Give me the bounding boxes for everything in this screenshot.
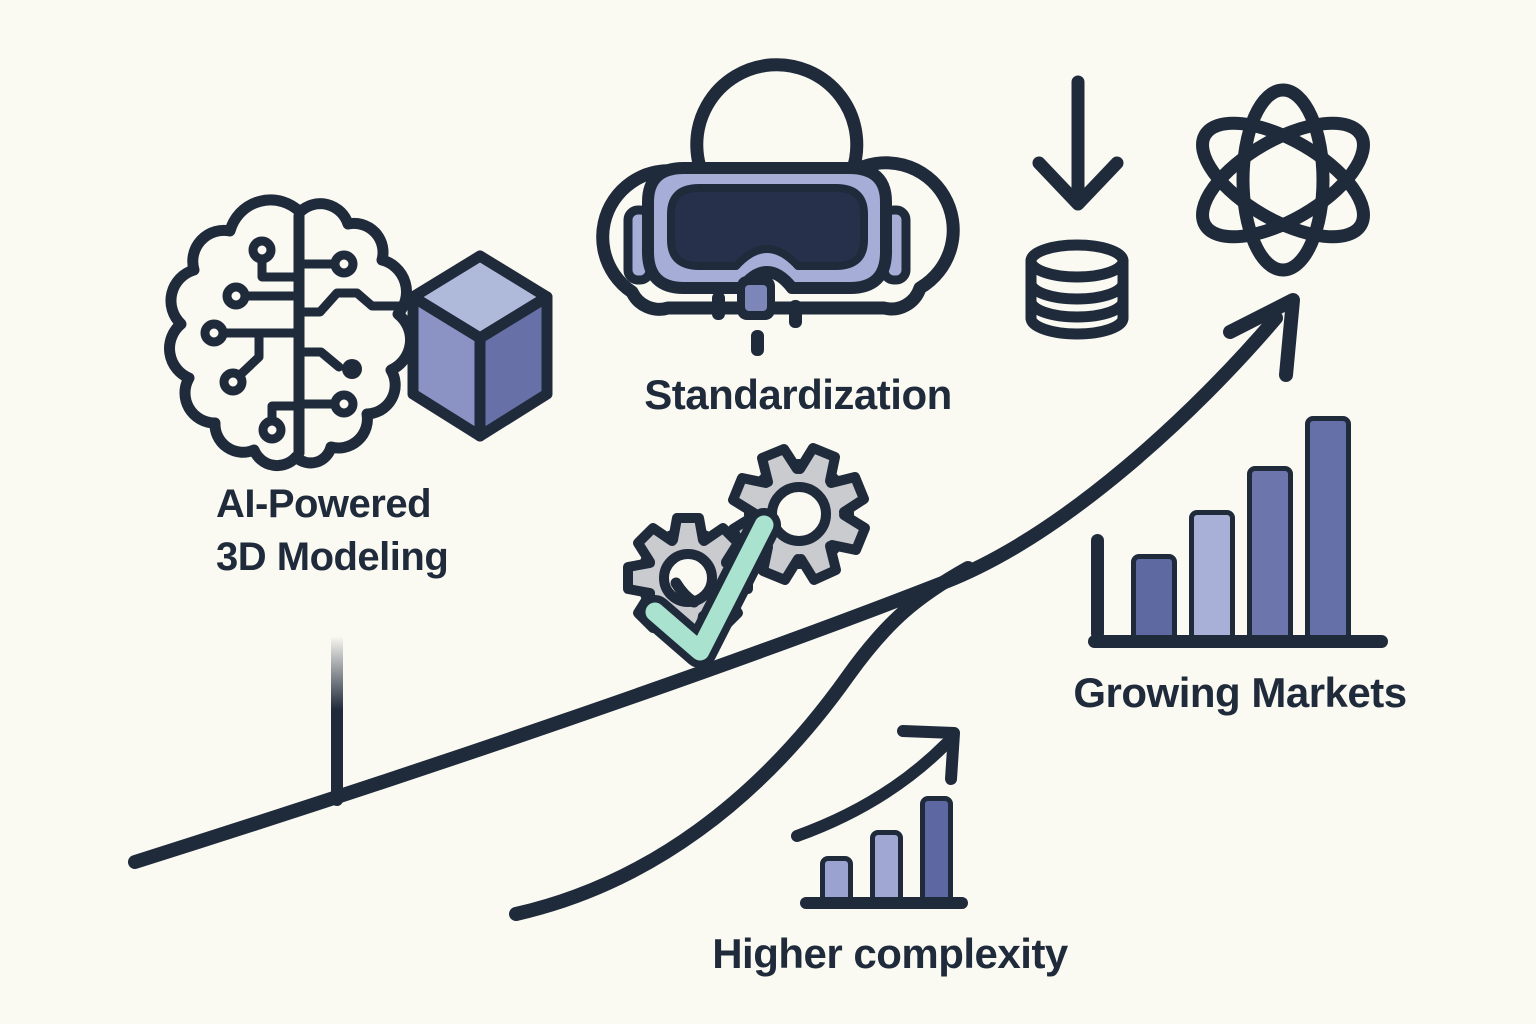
gear-tooth xyxy=(757,444,802,487)
atom-orbit xyxy=(1236,83,1330,277)
database-top xyxy=(1025,239,1129,283)
circuit-trace xyxy=(294,347,344,372)
growing-markets-chart xyxy=(1085,408,1395,653)
trend-arrow-icon xyxy=(791,738,952,842)
gear-hole xyxy=(767,482,831,546)
database-icon xyxy=(1025,239,1129,340)
circuit-node xyxy=(258,416,286,444)
ai-modeling-label-line2: 3D Modeling xyxy=(216,535,449,579)
higher-complexity-chart xyxy=(790,715,1120,915)
bar xyxy=(1305,416,1351,640)
gear-tooth xyxy=(728,473,771,518)
circuit-trace xyxy=(235,332,264,380)
ai-modeling-label-line1: AI-Powered xyxy=(216,482,432,526)
circuit-node xyxy=(222,282,250,310)
brain-circuit-icon xyxy=(164,194,416,472)
gear-tooth xyxy=(623,558,655,598)
bar-group xyxy=(1131,416,1351,640)
gear-hole-tail xyxy=(670,577,700,608)
circuit-node-solid xyxy=(342,359,362,379)
trend-arrowhead-icon xyxy=(897,725,960,785)
circuit-node xyxy=(330,390,358,418)
vr-goggles-lens xyxy=(667,184,868,270)
circuit-trace xyxy=(267,401,304,425)
standardization-label: Standardization xyxy=(644,371,952,418)
database-bottom xyxy=(1025,312,1129,340)
higher-complexity-label: Higher complexity xyxy=(712,930,1068,977)
gear-tooth xyxy=(826,472,869,517)
data-flow-group xyxy=(1025,75,1129,340)
atom-orbit xyxy=(1196,116,1370,244)
cube-3d-icon xyxy=(407,250,553,442)
gear-tooth xyxy=(796,541,841,585)
bar xyxy=(1247,466,1293,640)
circuit-node xyxy=(248,236,276,264)
circuit-trace xyxy=(257,255,304,282)
atom-icon xyxy=(1196,83,1370,277)
data-bit xyxy=(751,330,764,356)
checkmark-icon xyxy=(645,515,774,661)
bar xyxy=(870,830,903,902)
complexity-curve xyxy=(509,561,975,921)
growing-markets-label: Growing Markets xyxy=(1073,669,1407,716)
data-bit-square-inner xyxy=(745,285,767,311)
gear-tooth xyxy=(633,523,677,567)
circuit-node xyxy=(219,368,247,396)
circuit-node xyxy=(200,319,228,347)
circuit-node xyxy=(330,250,358,278)
database-band xyxy=(1025,277,1129,305)
circuit-trace xyxy=(294,288,406,317)
gear-tooth xyxy=(795,443,840,486)
gears-checkmark-icon xyxy=(623,443,870,668)
ai-modeling-label: AI-Powered 3D Modeling xyxy=(216,478,449,584)
database-band xyxy=(1025,295,1129,323)
download-arrowhead xyxy=(1032,156,1124,211)
gear-tooth xyxy=(827,510,870,555)
cube-right-face xyxy=(474,291,553,442)
gear-tooth xyxy=(668,513,708,545)
bar xyxy=(820,856,853,902)
data-bit xyxy=(712,292,725,320)
chart-y-axis xyxy=(1091,534,1104,640)
data-bit xyxy=(789,300,802,328)
bar xyxy=(1189,510,1235,640)
bar xyxy=(1131,554,1177,640)
bar xyxy=(920,796,953,902)
atom-orbit xyxy=(1196,116,1370,244)
growth-curve-arrow xyxy=(128,311,1283,869)
arrowhead-icon xyxy=(1223,293,1300,382)
bar-group xyxy=(820,796,953,902)
cloud-vr-goggles-icon xyxy=(596,58,960,356)
